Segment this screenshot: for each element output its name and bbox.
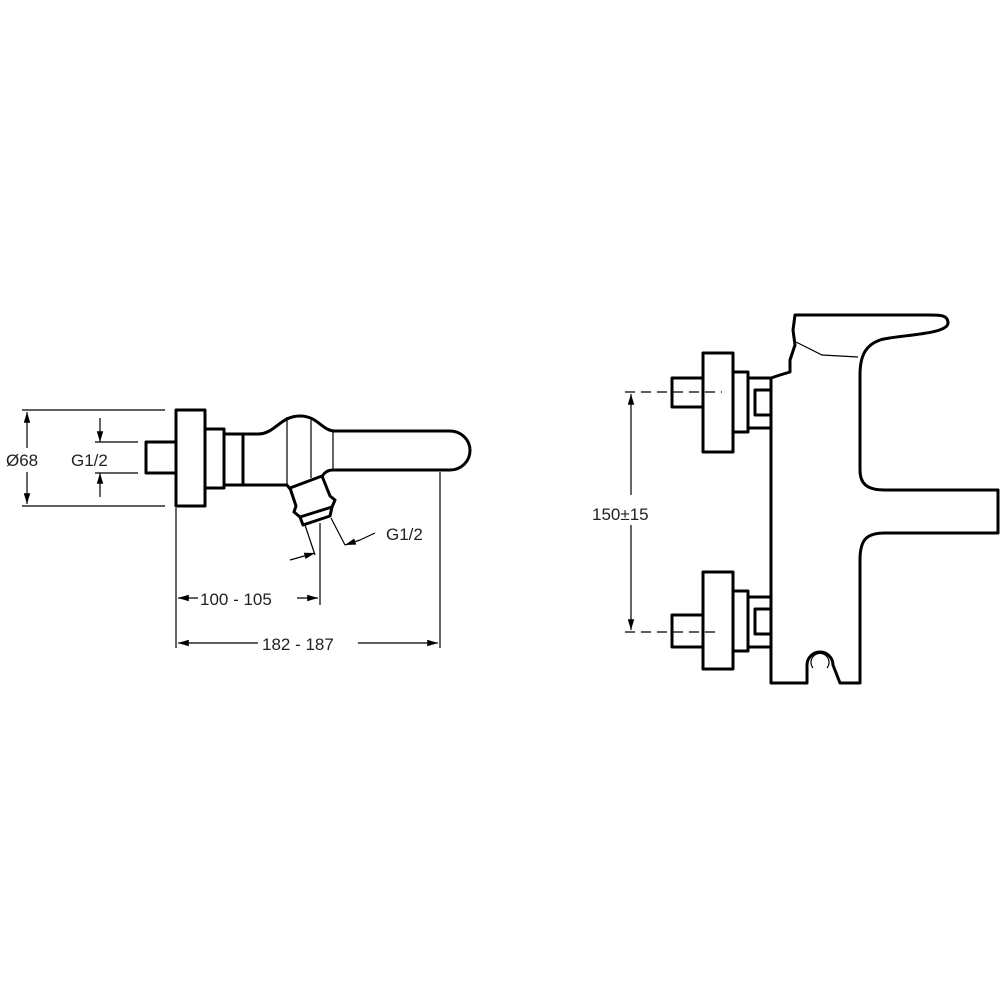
body-and-spout xyxy=(243,414,472,490)
inlet-stub xyxy=(144,440,178,475)
diameter-label: Ø68 xyxy=(6,451,38,470)
lower-valve xyxy=(670,570,773,671)
front-view-mixer xyxy=(670,313,1000,685)
side-view-dimensions xyxy=(22,409,441,648)
outlet-offset-label: 100 - 105 xyxy=(200,590,272,609)
upper-valve xyxy=(670,351,773,454)
front-view-dimensions xyxy=(625,391,722,633)
flange-step xyxy=(203,427,226,490)
mixer-body xyxy=(769,313,1000,685)
outlet-thread-label: G1/2 xyxy=(386,525,423,544)
total-depth-label: 182 - 187 xyxy=(262,635,334,654)
center-distance-label: 150±15 xyxy=(592,505,649,524)
connector xyxy=(222,432,245,487)
inlet-thread-label: G1/2 xyxy=(71,451,108,470)
wall-flange xyxy=(174,408,207,508)
side-view-mixer xyxy=(144,408,472,556)
outlet-fitting xyxy=(288,474,337,519)
